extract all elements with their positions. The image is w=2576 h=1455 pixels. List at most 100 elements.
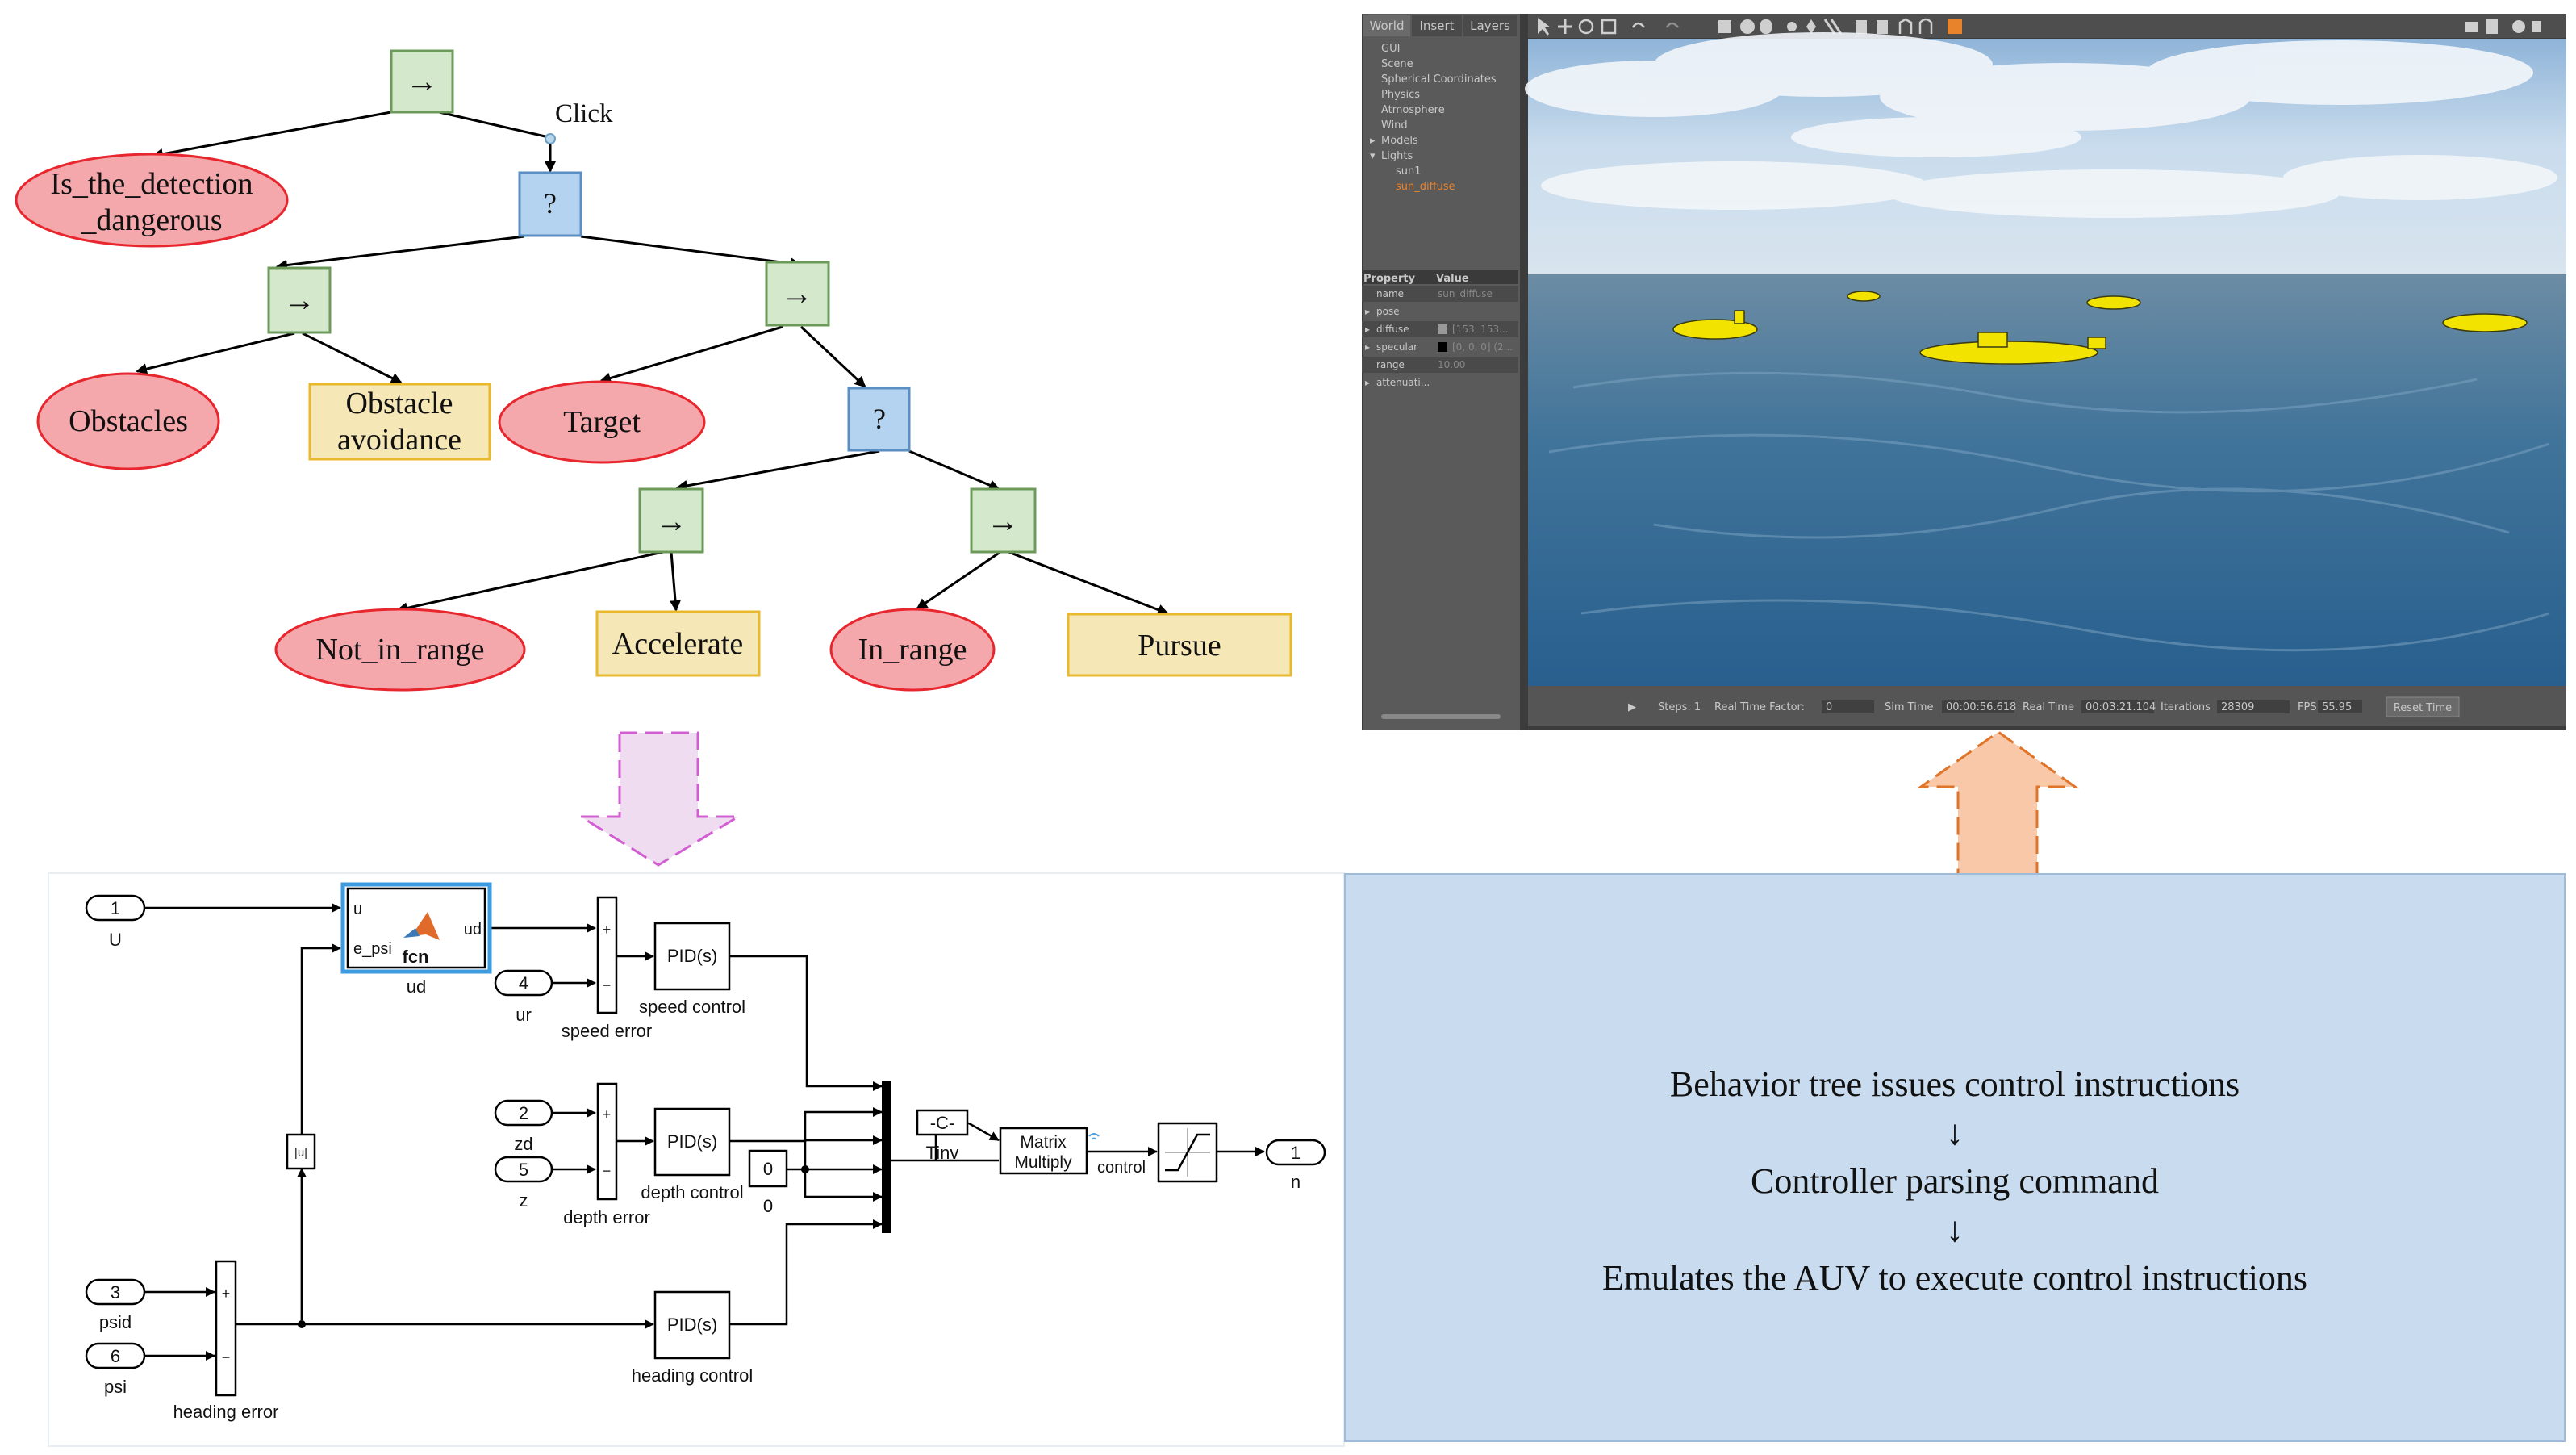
svg-text:depth error: depth error <box>563 1207 650 1227</box>
settings-icon <box>2512 20 2525 33</box>
svg-text:heading control: heading control <box>632 1365 753 1386</box>
svg-text:ur: ur <box>516 1005 532 1025</box>
svg-text:10.00: 10.00 <box>1438 359 1465 370</box>
sum-heading-error[interactable]: + − heading error <box>173 1260 279 1422</box>
outport-1[interactable]: 1 n <box>1265 1139 1326 1192</box>
svg-text:heading error: heading error <box>173 1402 279 1422</box>
description-line-1: Behavior tree issues control instruction… <box>1669 1064 2240 1104</box>
tab-layers: Layers <box>1470 19 1510 33</box>
condition-target: Target <box>498 380 706 464</box>
play-icon: ▶ <box>1628 701 1636 713</box>
toolbar-icons[interactable] <box>1538 18 2541 36</box>
action-accelerate: Accelerate <box>595 610 761 677</box>
svg-text:3: 3 <box>111 1282 120 1302</box>
world-tabs[interactable]: World Insert Layers <box>1363 15 1517 36</box>
property-panel: Property Value name sun_diffuse ▸ pose ▸… <box>1362 270 1518 719</box>
inport-3[interactable]: 3 psid <box>85 1278 146 1332</box>
svg-text:|u|: |u| <box>294 1146 307 1160</box>
svg-text:Obstacle: Obstacle <box>346 387 453 420</box>
inport-6[interactable]: 6 psi <box>85 1342 146 1397</box>
fallback-node-2: ? <box>847 387 911 452</box>
svg-text:sun_diffuse: sun_diffuse <box>1438 288 1493 299</box>
saturation-block[interactable] <box>1157 1122 1218 1183</box>
svg-text:→: → <box>283 282 315 318</box>
select-mode-icon <box>1538 18 1551 36</box>
sum-depth-error[interactable]: + − depth error <box>563 1082 650 1227</box>
sphere-shape-icon <box>1740 19 1755 34</box>
svg-text:−: − <box>603 977 612 993</box>
svg-text:ud: ud <box>407 976 426 997</box>
snap-icon <box>1918 18 1933 34</box>
pid-speed-control[interactable]: PID(s) speed control <box>639 922 745 1017</box>
svg-text:2: 2 <box>519 1103 528 1123</box>
pid-depth-control[interactable]: PID(s) depth control <box>641 1107 744 1202</box>
condition-obstacles: Obstacles <box>36 372 220 470</box>
fcn-block[interactable]: u e_psi ud fcn ud <box>340 882 492 997</box>
gain-tinv[interactable]: -C- Tinv <box>916 1109 969 1163</box>
description-arrow-icon-2: ↓ <box>1946 1210 1964 1249</box>
collapse-arrow-icon: ▾ <box>1370 150 1376 162</box>
svg-text:speed error: speed error <box>562 1021 653 1041</box>
svg-text:?: ? <box>544 187 557 220</box>
svg-text:1: 1 <box>111 898 120 918</box>
click-label: Click <box>555 99 613 128</box>
svg-text:00:03:21.104: 00:03:21.104 <box>2085 701 2156 713</box>
svg-text:?: ? <box>873 403 886 435</box>
svg-text:fcn: fcn <box>403 947 429 967</box>
inport-1[interactable]: 1 U <box>85 894 146 950</box>
tree-item-physics: Physics <box>1381 89 1420 101</box>
tree-item-sun-diffuse: sun_diffuse <box>1396 181 1455 193</box>
action-obstacle-avoidance: Obstacle avoidance <box>308 383 491 461</box>
svg-text:e_psi: e_psi <box>353 940 392 958</box>
svg-text:▸: ▸ <box>1365 306 1370 317</box>
water-ripples <box>1548 371 2550 652</box>
svg-text:Iterations: Iterations <box>2161 701 2211 713</box>
description-line-3: Emulates the AUV to execute control inst… <box>1601 1258 2308 1298</box>
viewport-3d[interactable] <box>1525 32 2566 726</box>
svg-text:Reset Time: Reset Time <box>2394 702 2452 714</box>
svg-text:28309: 28309 <box>2221 701 2254 713</box>
svg-text:−: − <box>222 1349 231 1365</box>
up-arrow-shape <box>1917 730 2079 880</box>
world-tree[interactable]: GUI Scene Spherical Coordinates Physics … <box>1370 43 1497 193</box>
svg-text:psi: psi <box>104 1377 127 1397</box>
fallback-node-1: ? <box>518 171 582 237</box>
svg-text:Not_in_range: Not_in_range <box>316 633 485 667</box>
svg-text:u: u <box>353 901 362 918</box>
control-signal-label: control <box>1097 1159 1146 1177</box>
rotate-icon <box>1578 19 1594 35</box>
auv-vehicles <box>1672 291 2528 365</box>
matlab-logo-icon <box>411 912 440 940</box>
pid-heading-control[interactable]: PID(s) heading control <box>632 1290 753 1386</box>
abs-block[interactable]: |u| <box>286 1133 316 1170</box>
matrix-multiply-block[interactable]: Matrix Multiply <box>999 1127 1088 1175</box>
svg-text:name: name <box>1376 288 1404 299</box>
svg-text:attenuati...: attenuati... <box>1376 377 1430 388</box>
svg-text:→: → <box>406 63 438 99</box>
inport-5[interactable]: 5 z <box>494 1156 553 1210</box>
constant-zero[interactable]: 0 0 <box>748 1149 788 1216</box>
svg-text:_dangerous: _dangerous <box>80 203 222 237</box>
cylinder-shape-icon <box>1760 19 1772 34</box>
tree-item-atmosphere: Atmosphere <box>1381 104 1445 116</box>
svg-text:0: 0 <box>763 1196 773 1216</box>
reset-time-button[interactable]: Reset Time <box>2386 696 2460 717</box>
mux-block[interactable] <box>882 1081 891 1233</box>
tree-item-sun1: sun1 <box>1396 165 1422 178</box>
svg-text:Value: Value <box>1436 273 1469 285</box>
sequence-node-target: → <box>765 261 830 327</box>
tree-item-gui: GUI <box>1381 43 1400 55</box>
tab-insert: Insert <box>1419 19 1454 33</box>
svg-text:▸: ▸ <box>1365 377 1370 388</box>
svg-text:Is_the_detection: Is_the_detection <box>50 167 253 201</box>
svg-text:Sim Time: Sim Time <box>1885 701 1933 713</box>
svg-text:PID(s): PID(s) <box>667 1131 717 1152</box>
svg-text:55.95: 55.95 <box>2322 701 2352 713</box>
svg-text:In_range: In_range <box>858 633 967 667</box>
sum-speed-error[interactable]: + − speed error <box>562 896 653 1041</box>
panel-scrollbar[interactable] <box>1381 714 1501 719</box>
svg-text:[0, 0, 0] (2...: [0, 0, 0] (2... <box>1452 341 1513 353</box>
svg-text:specular: specular <box>1376 341 1417 353</box>
cloud-layer <box>1525 32 2557 218</box>
